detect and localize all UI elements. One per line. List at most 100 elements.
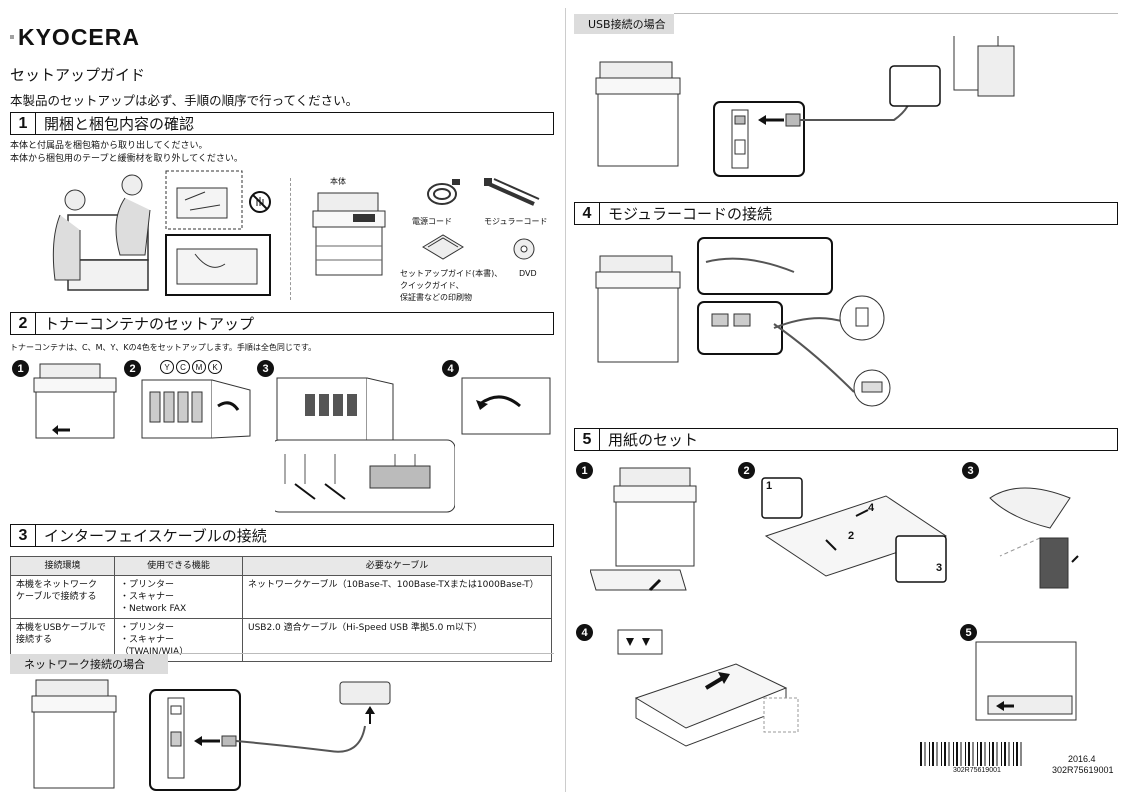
paper-step-4-illustration: [617, 629, 799, 747]
documents-icon: [422, 234, 464, 260]
color-label-y: Y: [160, 360, 174, 374]
toner-step-4-illustration: [461, 377, 551, 435]
section-1-instructions: 本体と付属品を梱包箱から取り出してください。 本体から梱包用のテープと緩衝材を取…: [10, 140, 243, 166]
tape-removal-illustration: [165, 170, 243, 230]
item-label-dvd: DVD: [519, 269, 537, 278]
item-label-body: 本体: [330, 177, 346, 186]
section-3-title: インターフェイスケーブルの接続: [44, 527, 267, 545]
subheading-rule: [168, 653, 554, 654]
modular-cord-connection-illustration: [595, 237, 891, 407]
kyocera-logo: KYOCERA: [10, 24, 140, 50]
paper-step-4-number: 4: [576, 624, 593, 641]
subheading-rule: [674, 13, 1118, 14]
table-cell-env: 本機をネットワーク ケーブルで接続する: [10, 575, 115, 619]
column-divider: [565, 8, 566, 792]
instruction-line: 本体から梱包用のテープと緩衝材を取り外してください。: [10, 154, 243, 164]
callout-2: 2: [848, 530, 855, 542]
docs-line: セットアップガイド(本書)、: [400, 269, 503, 278]
power-cord-icon: [427, 179, 460, 205]
page-title: セットアップガイド: [10, 66, 146, 84]
barcode-text: 302R75619001: [953, 767, 1001, 774]
item-label-power-cord: 電源コード: [412, 217, 452, 226]
toner-color-labels: Y C M K: [160, 360, 222, 374]
color-label-c: C: [176, 360, 190, 374]
section-2-title: トナーコンテナのセットアップ: [44, 315, 255, 333]
barcode: [920, 742, 1022, 766]
cell-line: ・スキャナー: [120, 592, 175, 602]
callout-4: 4: [868, 502, 875, 514]
table-header: 必要なケーブル: [242, 556, 552, 576]
table-header: 使用できる機能: [114, 556, 243, 576]
brand-name: KYOCERA: [17, 23, 140, 50]
section-2-description: トナーコンテナは、C、M、Y、Kの4色をセットアップします。手順は全色同じです。: [10, 343, 317, 352]
usb-connection-subheading: USB接続の場合: [574, 14, 674, 34]
cell-line: 本機をネットワーク: [16, 580, 98, 590]
toner-step-3-illustration: [275, 377, 455, 513]
cell-line: ・プリンター: [120, 580, 175, 590]
section-1-title: 開梱と梱包内容の確認: [44, 115, 195, 133]
section-1-number: 1: [11, 113, 36, 134]
interface-cable-table: 接続環境 使用できる機能 必要なケーブル 本機をネットワーク ケーブルで接続する…: [10, 556, 552, 662]
color-label-k: K: [208, 360, 222, 374]
section-4-header: 4 モジュラーコードの接続: [574, 202, 1118, 225]
section-2-header: 2 トナーコンテナのセットアップ: [10, 312, 554, 335]
docs-line: 保証書などの印刷物: [400, 293, 472, 302]
paper-step-5-number: 5: [960, 624, 977, 641]
paper-step-3-number: 3: [962, 462, 979, 479]
section-3-header: 3 インターフェイスケーブルの接続: [10, 524, 554, 547]
toner-step-2-number: 2: [124, 360, 141, 377]
packing-removal-illustration: [165, 234, 271, 296]
dvd-icon: [513, 238, 535, 260]
intro-text: 本製品のセットアップは必ず、手順の順序で行ってください。: [10, 93, 359, 108]
item-label-modular-cord: モジュラーコード: [484, 217, 548, 226]
network-connection-illustration: [31, 679, 391, 791]
modular-cord-icon: [484, 178, 540, 206]
table-row: 本機をネットワーク ケーブルで接続する ・プリンター ・スキャナー ・Netwo…: [10, 575, 552, 619]
paper-step-5-illustration: [975, 641, 1077, 721]
unpacking-illustration: [52, 174, 151, 291]
paper-step-2-number: 2: [738, 462, 755, 479]
section-5-header: 5 用紙のセット: [574, 428, 1118, 451]
paper-step-3-illustration: [989, 487, 1079, 589]
usb-connection-illustration: [595, 36, 1015, 177]
cell-line: ケーブルで接続する: [16, 592, 97, 602]
section-4-number: 4: [575, 203, 600, 224]
toner-step-1-illustration: [33, 363, 117, 439]
section-4-title: モジュラーコードの接続: [608, 205, 772, 223]
printer-body-illustration: [312, 192, 386, 276]
cell-line: ・スキャナー（TWAIN/WIA）: [120, 635, 189, 657]
network-connection-subheading: ネットワーク接続の場合: [10, 654, 168, 674]
paper-step-2-illustration: [761, 477, 948, 583]
cell-line: ・プリンター: [120, 623, 175, 633]
paper-step-1-number: 1: [576, 462, 593, 479]
section-5-title: 用紙のセット: [608, 431, 699, 449]
item-label-documents: セットアップガイド(本書)、 クイックガイド、 保証書などの印刷物: [400, 268, 502, 304]
no-touch-icon: [249, 191, 271, 213]
instruction-line: 本体と付属品を梱包箱から取り出してください。: [10, 141, 208, 151]
toner-step-2-illustration: [141, 379, 251, 439]
section-5-number: 5: [575, 429, 600, 450]
callout-3: 3: [936, 562, 943, 574]
table-header: 接続環境: [10, 556, 115, 576]
section-3-number: 3: [11, 525, 36, 546]
cell-line: 接続する: [16, 635, 53, 645]
paper-step-1-illustration: [590, 467, 697, 592]
cell-line: ・Network FAX: [120, 604, 187, 614]
footer-date: 2016.4: [1068, 754, 1096, 764]
toner-step-4-number: 4: [442, 360, 459, 377]
table-header-row: 接続環境 使用できる機能 必要なケーブル: [10, 556, 552, 576]
docs-line: クイックガイド、: [400, 281, 464, 290]
toner-step-1-number: 1: [12, 360, 29, 377]
table-cell-cable: USB2.0 適合ケーブル（Hi-Speed USB 準拠5.0 m以下）: [242, 618, 552, 662]
toner-step-3-number: 3: [257, 360, 274, 377]
table-cell-cable: ネットワークケーブル（10Base-T、100Base-TXまたは1000Bas…: [242, 575, 552, 619]
callout-1: 1: [766, 480, 773, 492]
section-2-number: 2: [11, 313, 36, 334]
table-cell-funcs: ・プリンター ・スキャナー ・Network FAX: [114, 575, 243, 619]
color-label-m: M: [192, 360, 206, 374]
section-1-header: 1 開梱と梱包内容の確認: [10, 112, 554, 135]
footer-code: 302R75619001: [1052, 765, 1114, 775]
kyocera-logo-icon: [10, 35, 14, 39]
cell-line: 本機をUSBケーブルで: [16, 623, 106, 633]
divider-dashed: [290, 178, 291, 300]
